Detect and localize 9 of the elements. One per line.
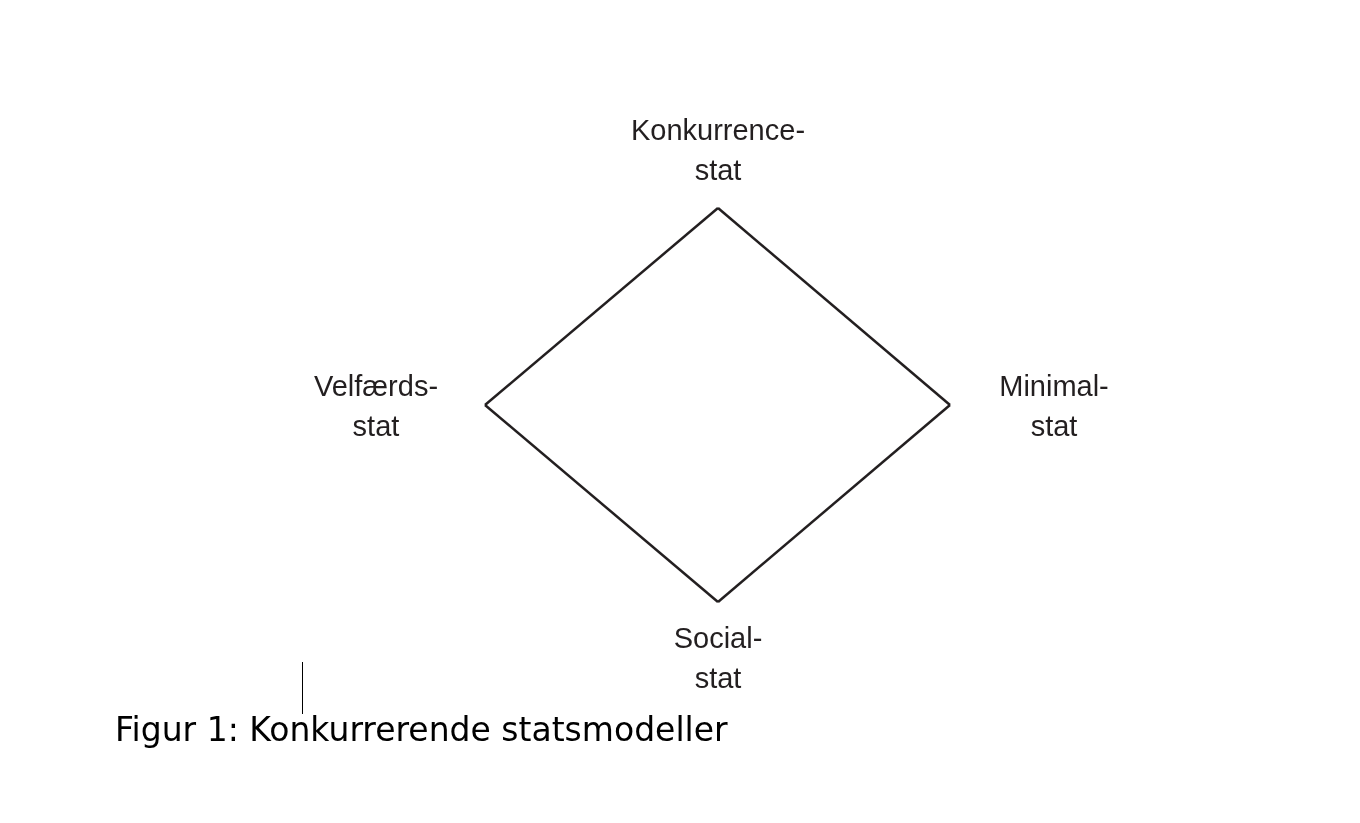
vertex-label: Social- stat (673, 621, 763, 696)
connector-line (717, 404, 951, 603)
figure-caption: Figur 1: Konkurrerende statsmodeller (115, 710, 728, 749)
vertex-label: Konkurrence- stat (630, 113, 806, 188)
connector-line (484, 404, 719, 603)
vertex-label: Velfærds- stat (313, 369, 439, 444)
connector-line (484, 207, 719, 406)
vertex-label: Minimal- stat (999, 369, 1109, 444)
connector-line (717, 207, 951, 406)
